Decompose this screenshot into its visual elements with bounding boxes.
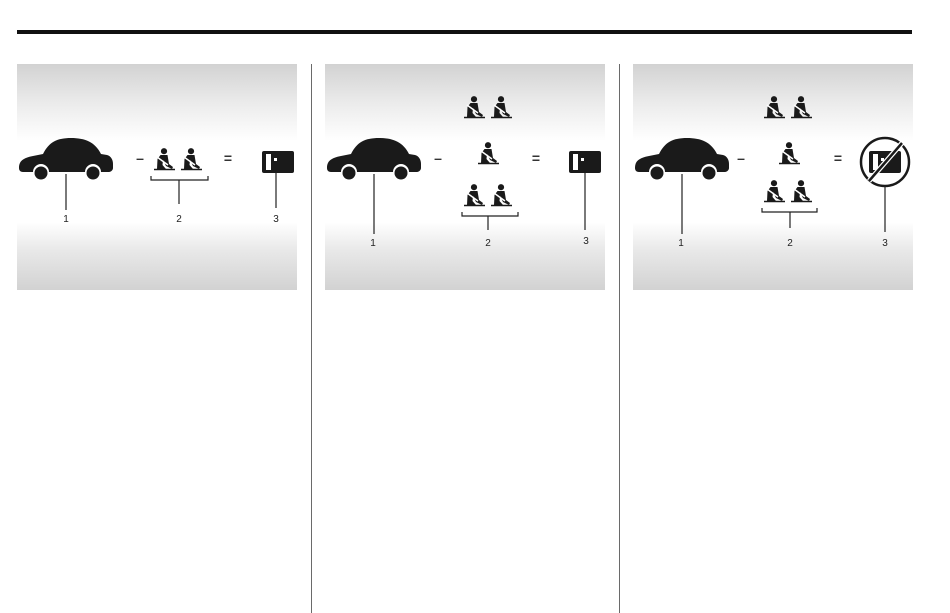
callout-2: 2 <box>787 238 793 249</box>
callout-2: 2 <box>176 214 182 225</box>
top-rule <box>17 30 912 34</box>
crossed-circle-icon <box>861 138 909 186</box>
callout-3: 3 <box>583 236 589 247</box>
belted-occupant-icon <box>779 142 800 163</box>
belted-occupant-icon <box>181 148 202 169</box>
column-divider-2 <box>619 64 620 613</box>
car-silhouette-icon <box>327 138 421 180</box>
belted-occupant-icon <box>491 184 512 205</box>
equals-operator: = <box>532 150 540 166</box>
callout-1: 1 <box>63 214 69 225</box>
equals-operator: = <box>834 150 842 166</box>
minus-operator: – <box>737 150 745 166</box>
panel-two-occupants: – = 1 2 3 <box>17 64 297 290</box>
seatbelt-reminder-icon <box>262 151 294 173</box>
belted-occupant-icon <box>791 180 812 201</box>
callout-3: 3 <box>273 214 279 225</box>
callout-2: 2 <box>485 238 491 249</box>
panel-five-occupants: – = 1 2 3 <box>325 64 605 290</box>
belted-occupant-icon <box>764 180 785 201</box>
callout-1: 1 <box>678 238 684 249</box>
belted-occupant-icon <box>464 96 485 117</box>
belted-occupant-icon <box>478 142 499 163</box>
belted-occupant-icon <box>791 96 812 117</box>
equals-operator: = <box>224 150 232 166</box>
column-divider-1 <box>311 64 312 613</box>
group-brace <box>151 176 208 204</box>
seatbelt-reminder-icon <box>569 151 601 173</box>
belted-occupant-icon <box>154 148 175 169</box>
belted-occupant-icon <box>764 96 785 117</box>
belted-occupant-icon <box>491 96 512 117</box>
minus-operator: – <box>434 150 442 166</box>
group-brace <box>462 212 518 230</box>
panel-five-occupants-no-indicator: – = 1 2 3 <box>633 64 913 290</box>
car-silhouette-icon <box>19 138 113 180</box>
minus-operator: – <box>136 150 144 166</box>
car-silhouette-icon <box>635 138 729 180</box>
group-brace <box>762 208 817 228</box>
callout-3: 3 <box>882 238 888 249</box>
belted-occupant-icon <box>464 184 485 205</box>
callout-1: 1 <box>370 238 376 249</box>
